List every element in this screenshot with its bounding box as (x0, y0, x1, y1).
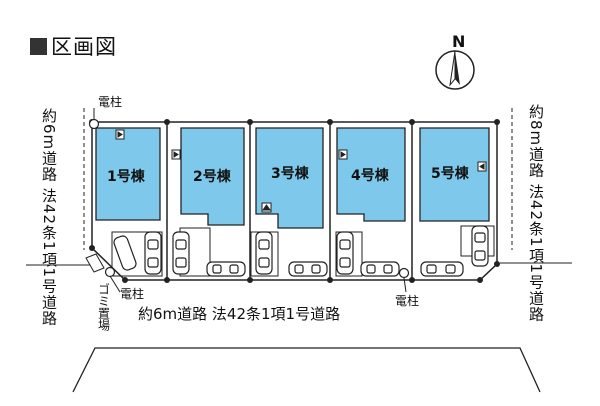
north-compass-icon (435, 50, 475, 90)
lot-3-label: 3号棟 (271, 166, 309, 182)
car-icon (420, 261, 464, 277)
garbage-station-icon (85, 253, 105, 273)
car-icon (206, 261, 246, 277)
car-icon (471, 225, 489, 267)
utility-pole-icon (88, 118, 100, 130)
right-road-label: 約8m道路 法42条1項1号道路 (527, 104, 545, 323)
lot-1-label: 1号棟 (107, 169, 145, 185)
title-text: 区画図 (51, 35, 117, 59)
car-icon (360, 261, 400, 277)
car-icon (144, 231, 162, 275)
building-4 (336, 127, 406, 222)
lot-4-label: 4号棟 (351, 168, 389, 184)
lot-2-label: 2号棟 (193, 169, 231, 185)
car-icon (255, 231, 273, 275)
car-icon (336, 231, 354, 275)
utility-pole-icon (398, 267, 410, 279)
utility-pole-icon (104, 266, 116, 278)
lot-5-label: 5号棟 (431, 166, 469, 182)
building-5 (419, 127, 490, 222)
utility-pole-top-label: 電柱 (98, 95, 123, 109)
bottom-road-label: 約6m道路 法42条1項1号道路 (138, 305, 341, 323)
title-square-icon (30, 38, 47, 55)
garbage-station-label: ゴミ置場 (96, 283, 111, 331)
building-1 (95, 127, 161, 221)
left-road-label: 約6m道路 法42条1項1号道路 (40, 108, 58, 327)
car-icon (288, 261, 328, 277)
utility-pole-left-label: 電柱 (120, 287, 145, 301)
building-3 (255, 127, 324, 229)
north-label: N (452, 32, 466, 51)
car-icon (172, 231, 190, 275)
bottom-road-curb (72, 347, 541, 393)
utility-pole-right-label: 電柱 (395, 294, 420, 308)
page-title: 区画図 (30, 31, 117, 61)
building-2 (180, 127, 245, 226)
car-icon (113, 235, 137, 271)
